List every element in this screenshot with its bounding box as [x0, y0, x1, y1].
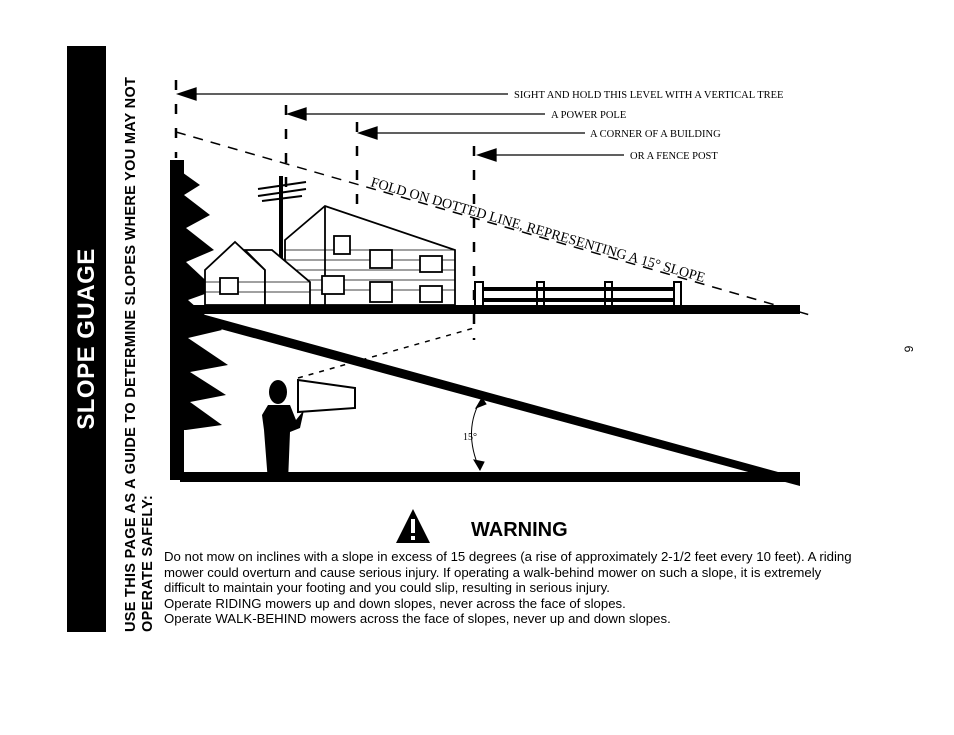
person-icon [262, 380, 304, 482]
warning-paragraph: Operate RIDING mowers up and down slopes… [164, 595, 626, 611]
fold-line [175, 131, 811, 316]
building-icon [204, 204, 456, 306]
slope-gauge-card [297, 378, 356, 414]
angle-label: 15° [463, 432, 477, 443]
fence-icon [474, 281, 682, 311]
sight-arrows [175, 87, 624, 162]
warning-paragraph: Operate WALK-BEHIND mowers across the fa… [164, 611, 671, 626]
gauge-sight-line [297, 327, 475, 379]
warning-body: Do not mow on inclines with a slope in e… [164, 549, 854, 627]
sidebar-title-block: SLOPE GUAGE [67, 46, 106, 632]
warning-paragraph: Do not mow on inclines with a slope in e… [164, 549, 852, 595]
sight-label-power-pole: A POWER POLE [551, 110, 626, 121]
sight-label-building-corner: A CORNER OF A BUILDING [590, 129, 721, 140]
sight-label-fence-post: OR A FENCE POST [630, 151, 718, 162]
warning-header: WARNING [395, 502, 568, 544]
warning-triangle-icon [396, 509, 430, 543]
sight-label-tree: SIGHT AND HOLD THIS LEVEL WITH A VERTICA… [514, 90, 783, 101]
tree-icon [170, 160, 228, 480]
ground [180, 305, 800, 486]
angle-arc [471, 397, 487, 472]
warning-title: WARNING [471, 519, 568, 541]
